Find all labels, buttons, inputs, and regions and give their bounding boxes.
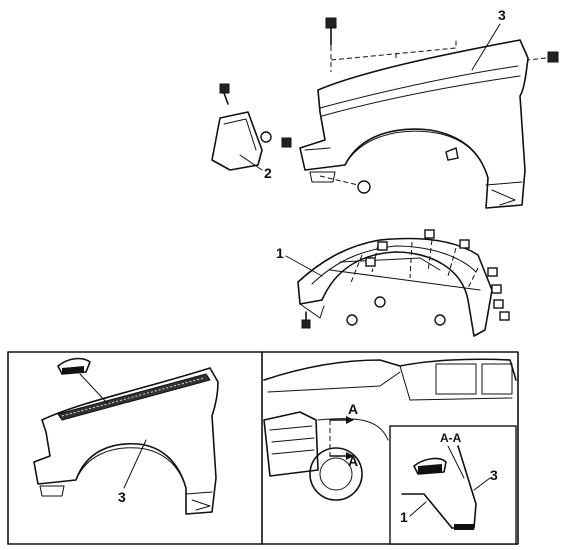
liner-clips	[365, 229, 510, 321]
callout-fender-top: 3	[498, 7, 506, 23]
section-title: A-A	[440, 431, 462, 445]
callout-fender-section: 3	[490, 467, 498, 483]
callout-liner: 1	[276, 245, 284, 261]
fender-lower-bolt	[260, 131, 272, 143]
inset-fender	[33, 367, 219, 515]
fender-bottom-bolt	[319, 175, 371, 194]
section-arrow-upper: A	[329, 401, 358, 424]
callout-liner-section: 1	[400, 509, 408, 525]
vehicle-view	[263, 358, 517, 501]
fender-top-bolt	[325, 17, 337, 46]
fender-clip	[445, 147, 459, 161]
front-fender	[299, 39, 529, 209]
corner-lamp	[211, 111, 263, 171]
svg-text:A: A	[348, 453, 358, 469]
inset-frame	[7, 351, 519, 545]
callout-corner-lamp: 2	[264, 165, 272, 181]
section-detail: A-A	[389, 425, 517, 545]
fender-rear-bolt	[547, 51, 559, 63]
molding-clip-detail	[57, 357, 109, 405]
liner-screws	[301, 296, 446, 329]
svg-text:A: A	[348, 401, 358, 417]
section-arrow-lower: A	[329, 452, 358, 469]
fender-nut	[281, 137, 292, 148]
lamp-screw	[219, 83, 230, 105]
fender-molding	[57, 373, 211, 421]
callout-fender-inset-left: 3	[118, 489, 126, 505]
fender-liner	[297, 237, 493, 337]
